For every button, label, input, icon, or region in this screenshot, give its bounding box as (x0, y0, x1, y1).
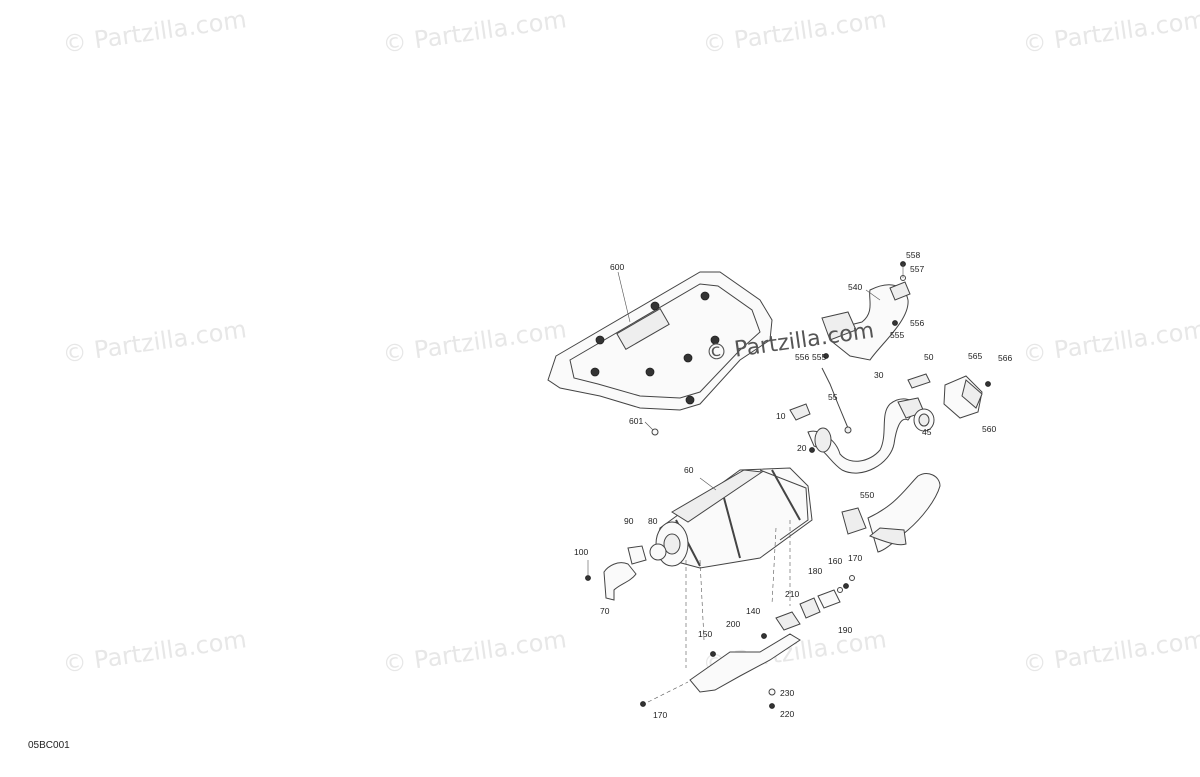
callout-200: 200 (726, 619, 740, 629)
diagram-code: 05BC001 (28, 740, 70, 751)
callout-220: 220 (780, 709, 794, 719)
muffler-drawing (655, 467, 813, 569)
callout-160: 160 (828, 556, 842, 566)
callout-90: 90 (624, 516, 634, 526)
heat-shield-drawing (821, 281, 911, 361)
pipe-drawing (789, 367, 935, 474)
callout-600: 600 (610, 262, 624, 272)
callout-180: 180 (808, 566, 822, 576)
callout-190: 190 (838, 625, 852, 635)
callout-560: 560 (982, 424, 996, 434)
callout-30: 30 (874, 370, 884, 380)
callout-70: 70 (600, 606, 610, 616)
callout-170-bottom: 170 (653, 710, 667, 720)
callout-150: 150 (698, 629, 712, 639)
hanger-drawing (799, 575, 855, 619)
skid-plate-drawing (547, 271, 773, 411)
callout-10: 10 (776, 411, 786, 421)
callout-550: 550 (860, 490, 874, 500)
callout-566: 566 (998, 353, 1012, 363)
callout-565: 565 (968, 351, 982, 361)
end-shield-drawing (943, 375, 983, 419)
callout-55: 55 (828, 392, 838, 402)
callout-558: 558 (906, 250, 920, 260)
inlet-drawing (603, 543, 667, 601)
callout-20: 20 (797, 443, 807, 453)
callout-80: 80 (648, 516, 658, 526)
callout-555b: 555 (812, 352, 826, 362)
callout-557: 557 (910, 264, 924, 274)
callout-556: 556 (910, 318, 924, 328)
callout-60: 60 (684, 465, 694, 475)
bracket-drawing (689, 611, 801, 693)
callout-140: 140 (746, 606, 760, 616)
callout-540: 540 (848, 282, 862, 292)
callout-170-top: 170 (848, 553, 862, 563)
lower-pipe-drawing (841, 473, 941, 553)
callout-45: 45 (922, 427, 932, 437)
callout-555: 555 (890, 330, 904, 340)
callout-556b: 556 (795, 352, 809, 362)
callout-230: 230 (780, 688, 794, 698)
callout-601: 601 (629, 416, 643, 426)
callout-100: 100 (574, 547, 588, 557)
callout-50: 50 (924, 352, 934, 362)
callout-210: 210 (785, 589, 799, 599)
